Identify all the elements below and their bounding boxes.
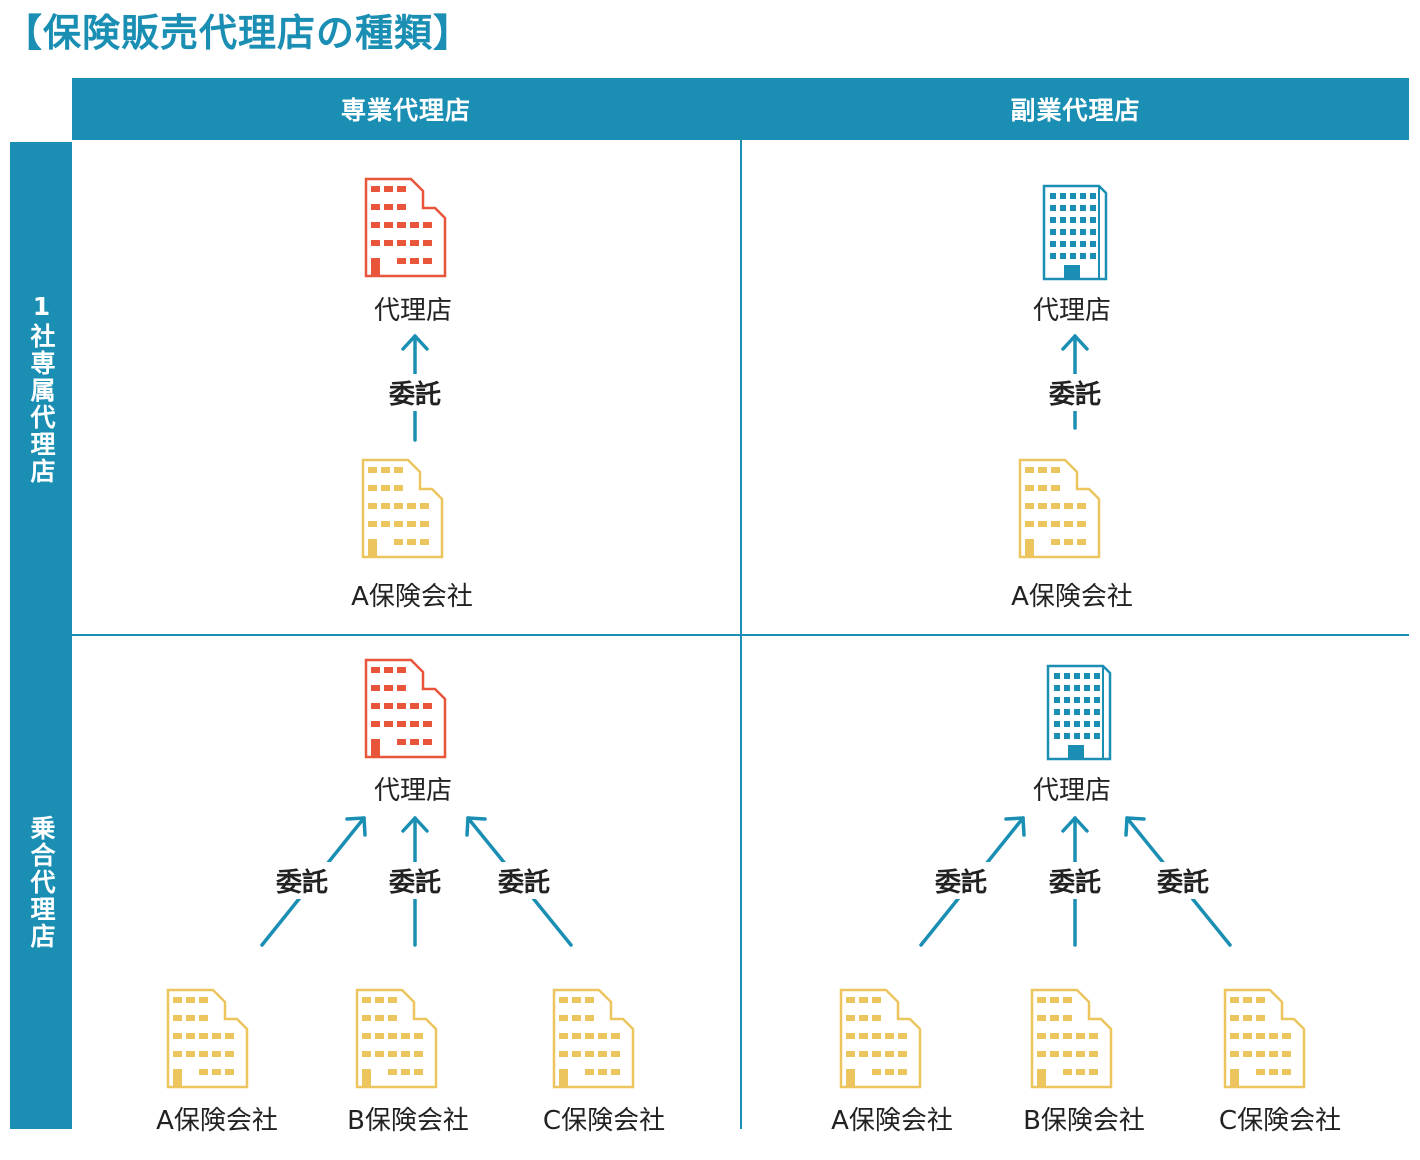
row-header-multiple-company-agency: 乗合代理店	[10, 636, 72, 1129]
insurer-building-icon	[839, 988, 922, 1089]
insurer-building-icon	[355, 988, 438, 1089]
column-divider	[740, 78, 742, 1129]
insurer-building-icon	[552, 988, 635, 1089]
insurer-label: B保険会社	[347, 1106, 469, 1136]
row-header-single-company-agency: 1社専属代理店	[10, 142, 72, 634]
entrust-label: 委託	[1152, 862, 1214, 899]
insurer-label: C保険会社	[1218, 1106, 1342, 1136]
insurer-label: A保険会社	[831, 1106, 953, 1136]
row-header-multiple-label: 乗合代理店	[27, 815, 56, 950]
entrust-label: 委託	[1044, 374, 1106, 411]
agency-label: 代理店	[1032, 776, 1112, 806]
insurer-label: C保険会社	[542, 1106, 666, 1136]
insurer-building-icon	[361, 458, 444, 559]
exclusive-agency-building-icon	[364, 658, 447, 759]
insurer-building-icon	[166, 988, 249, 1089]
insurer-building-icon	[1223, 988, 1306, 1089]
column-header-side-agency: 副業代理店	[742, 78, 1409, 140]
agency-label: 代理店	[373, 776, 453, 806]
page-title: 【保険販売代理店の種類】	[4, 11, 473, 55]
agency-label: 代理店	[1032, 296, 1112, 326]
entrust-label: 委託	[384, 374, 446, 411]
entrust-label: 委託	[384, 862, 446, 899]
agency-label: 代理店	[373, 296, 453, 326]
entrust-label: 委託	[1044, 862, 1106, 899]
exclusive-agency-building-icon	[364, 177, 447, 278]
insurer-label: B保険会社	[1023, 1106, 1145, 1136]
entrust-label: 委託	[271, 862, 333, 899]
insurer-label: A保険会社	[351, 582, 473, 612]
side-agency-building-icon	[1046, 664, 1112, 761]
entrust-label: 委託	[930, 862, 992, 899]
entrust-label: 委託	[493, 862, 555, 899]
row-divider	[10, 634, 1409, 636]
insurer-label: A保険会社	[1011, 582, 1133, 612]
side-agency-building-icon	[1042, 184, 1108, 281]
insurer-building-icon	[1030, 988, 1113, 1089]
row-header-single-label: 1社専属代理店	[27, 291, 56, 485]
insurer-label: A保険会社	[156, 1106, 278, 1136]
insurer-building-icon	[1018, 458, 1101, 559]
column-header-exclusive-agency: 専業代理店	[72, 78, 740, 140]
